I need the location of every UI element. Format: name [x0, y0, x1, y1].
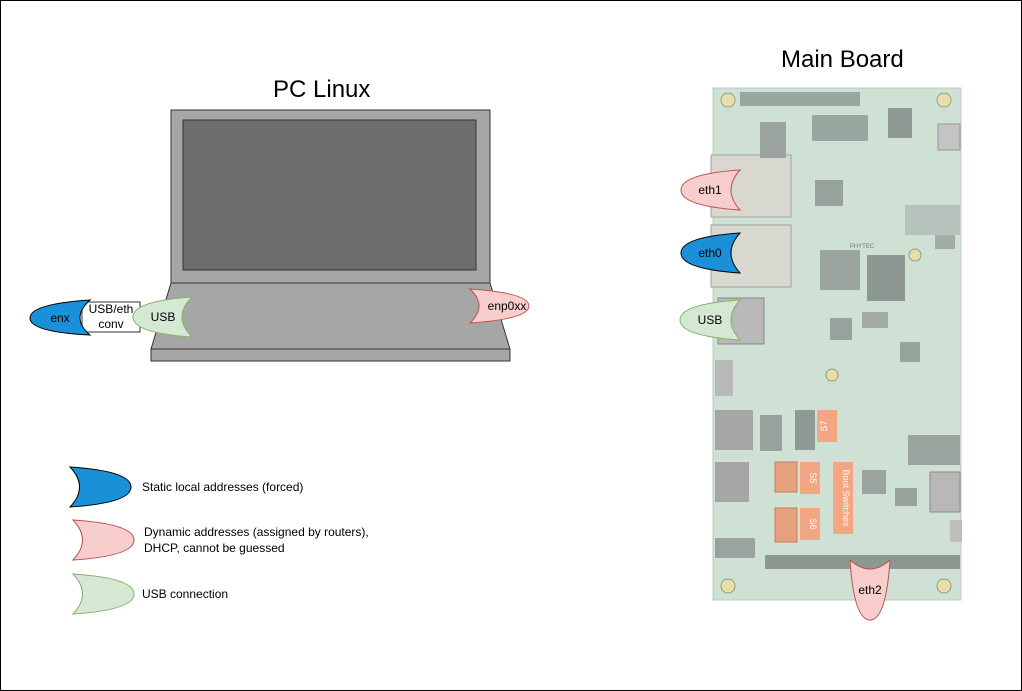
- usb-eth-converter: USB/eth conv: [81, 301, 141, 333]
- legend-dynamic-shape: [71, 519, 135, 561]
- legend-usb-text: USB connection: [142, 586, 228, 602]
- usb-eth-converter-label-line1: USB/eth: [89, 302, 134, 316]
- interface-usb-board-label: USB: [698, 313, 723, 327]
- legend-dynamic-line2: DHCP, cannot be guessed: [144, 541, 285, 555]
- board-label-s5: S5: [808, 472, 818, 483]
- interface-eth0-label: eth0: [698, 246, 722, 260]
- laptop-keyboard-deck: [150, 282, 511, 350]
- laptop-screen: [182, 119, 477, 271]
- board-label-s6: S6: [808, 518, 818, 529]
- board-label-s7: S7: [819, 420, 829, 431]
- interface-enx-label: enx: [50, 311, 69, 325]
- interface-usb-pc[interactable]: USB: [132, 296, 194, 338]
- interface-eth1[interactable]: eth1: [680, 169, 742, 211]
- legend-dynamic-text: Dynamic addresses (assigned by routers),…: [144, 524, 369, 556]
- legend-usb-shape: [71, 573, 135, 615]
- interface-eth1-label: eth1: [698, 183, 722, 197]
- interface-eth0[interactable]: eth0: [680, 232, 742, 274]
- interface-enx[interactable]: enx: [29, 299, 92, 336]
- interface-eth2-label: eth2: [858, 583, 882, 597]
- laptop: [150, 109, 511, 362]
- laptop-base: [150, 348, 511, 362]
- interface-usb-pc-label: USB: [151, 310, 176, 324]
- interface-enp0xx[interactable]: enp0xx: [468, 288, 530, 324]
- pc-title: PC Linux: [273, 76, 371, 103]
- legend-usb-line1: USB connection: [142, 587, 229, 601]
- board-label-boot-switches: Boot Switches: [841, 469, 851, 527]
- usb-eth-converter-label-line2: conv: [98, 317, 123, 331]
- legend-static-text: Static local addresses (forced): [142, 479, 303, 495]
- interface-usb-board[interactable]: USB: [679, 299, 742, 341]
- interface-eth2[interactable]: eth2: [849, 558, 891, 621]
- interface-enp0xx-label: enp0xx: [488, 299, 527, 313]
- board-label-brand: PHYTEC: [850, 244, 875, 250]
- legend-static-line1: Static local addresses (forced): [142, 480, 304, 494]
- board-title: Main Board: [781, 46, 904, 73]
- main-board: S7 S5 S6 Boot Switches PHYTEC: [710, 87, 962, 601]
- legend-dynamic-line1: Dynamic addresses (assigned by routers),: [144, 525, 369, 539]
- legend-static-shape: [68, 466, 132, 508]
